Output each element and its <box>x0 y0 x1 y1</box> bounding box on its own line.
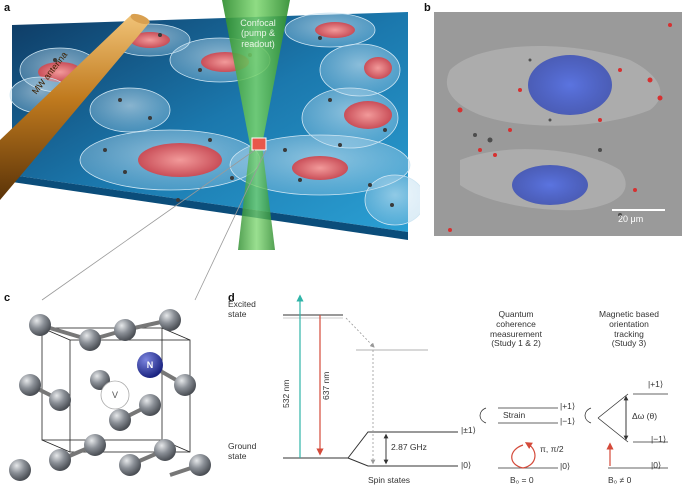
level-pm1-label: |±1⟩ <box>461 425 476 435</box>
nv-lattice-diagram <box>9 309 211 481</box>
qc-zero-label: |0⟩ <box>560 461 571 471</box>
panel-a: a <box>0 0 420 250</box>
confocal-label-line-2: (pump & <box>240 28 275 39</box>
pulse-label: π, π/2 <box>540 444 564 454</box>
mag-plus1-label: |+1⟩ <box>648 379 664 389</box>
mw-antenna <box>0 16 150 200</box>
mag-title-line-3: tracking <box>614 328 644 339</box>
ground-state-line-2: state <box>228 450 247 461</box>
level-0-label: |0⟩ <box>461 460 472 470</box>
qc-title-line-3: measurement <box>490 328 542 339</box>
carbon-atoms <box>9 309 211 481</box>
delta-omega-label: Δω (θ) <box>632 411 658 421</box>
mag-zero-label: |0⟩ <box>651 460 662 470</box>
quantum-coherence-title: Quantum coherence measurement (Study 1 &… <box>476 309 556 349</box>
b0-zero-label: B₀ = 0 <box>510 475 534 485</box>
vacancy-site <box>100 380 130 410</box>
mag-title-line-1: Magnetic based <box>598 309 659 319</box>
excited-state-line-2: state <box>228 308 247 319</box>
excited-state-label: Excited state <box>228 299 256 320</box>
vacancy-label: V <box>111 390 118 400</box>
confocal-label: Confocal (pump & readout) <box>218 18 298 49</box>
nitrogen-atom <box>137 352 163 378</box>
blue-nucleus-top <box>528 55 612 115</box>
strain-label: Strain <box>503 410 526 420</box>
energy-level-diagram <box>283 294 668 469</box>
emission-wavelength-label: 637 nm <box>321 371 331 400</box>
panel-b-label: b <box>424 2 431 14</box>
panel-b: b 20 μm <box>420 0 685 245</box>
qc-title-line-2: coherence <box>496 318 536 329</box>
qc-plus1-label: |+1⟩ <box>560 401 576 411</box>
mag-title-line-2: orientation <box>609 318 649 329</box>
panel-a-label: a <box>4 2 11 14</box>
ground-state-line-1: Ground <box>228 441 257 451</box>
ground-state-label: Ground state <box>228 441 257 462</box>
focus-spot <box>251 137 267 151</box>
pump-wavelength-label: 532 nm <box>281 379 291 408</box>
b0-nonzero-label: B₀ ≠ 0 <box>608 475 632 485</box>
qc-title-line-4: (Study 1 & 2) <box>491 338 541 349</box>
nitrogen-label: N <box>146 360 154 370</box>
blue-nucleus-bottom <box>512 165 588 205</box>
magnetic-tracking-title: Magnetic based orientation tracking (Stu… <box>583 309 675 349</box>
qc-title-line-1: Quantum <box>498 309 534 319</box>
confocal-laser-beam <box>222 0 290 145</box>
cells <box>9 12 420 226</box>
red-particles <box>448 23 672 232</box>
confocal-label-line-3: readout) <box>241 38 275 49</box>
panel-d: d <box>228 290 685 493</box>
mag-title-line-4: (Study 3) <box>611 338 647 349</box>
panel-d-label: d <box>228 292 235 304</box>
confocal-label-line-1: Confocal <box>240 18 276 28</box>
spin-states-label: Spin states <box>368 475 411 485</box>
cell-illustration <box>0 0 420 250</box>
panel-c-label: c <box>4 292 11 304</box>
microscopy-image <box>434 12 682 236</box>
pulse-arrow <box>511 442 536 469</box>
scale-bar-label: 20 μm <box>618 214 644 224</box>
panel-c: c <box>0 290 230 493</box>
qc-minus1-label: |−1⟩ <box>560 416 576 426</box>
zero-field-splitting-label: 2.87 GHz <box>391 442 427 452</box>
excited-state-line-1: Excited <box>228 299 256 309</box>
mag-minus1-label: |−1⟩ <box>651 434 667 444</box>
